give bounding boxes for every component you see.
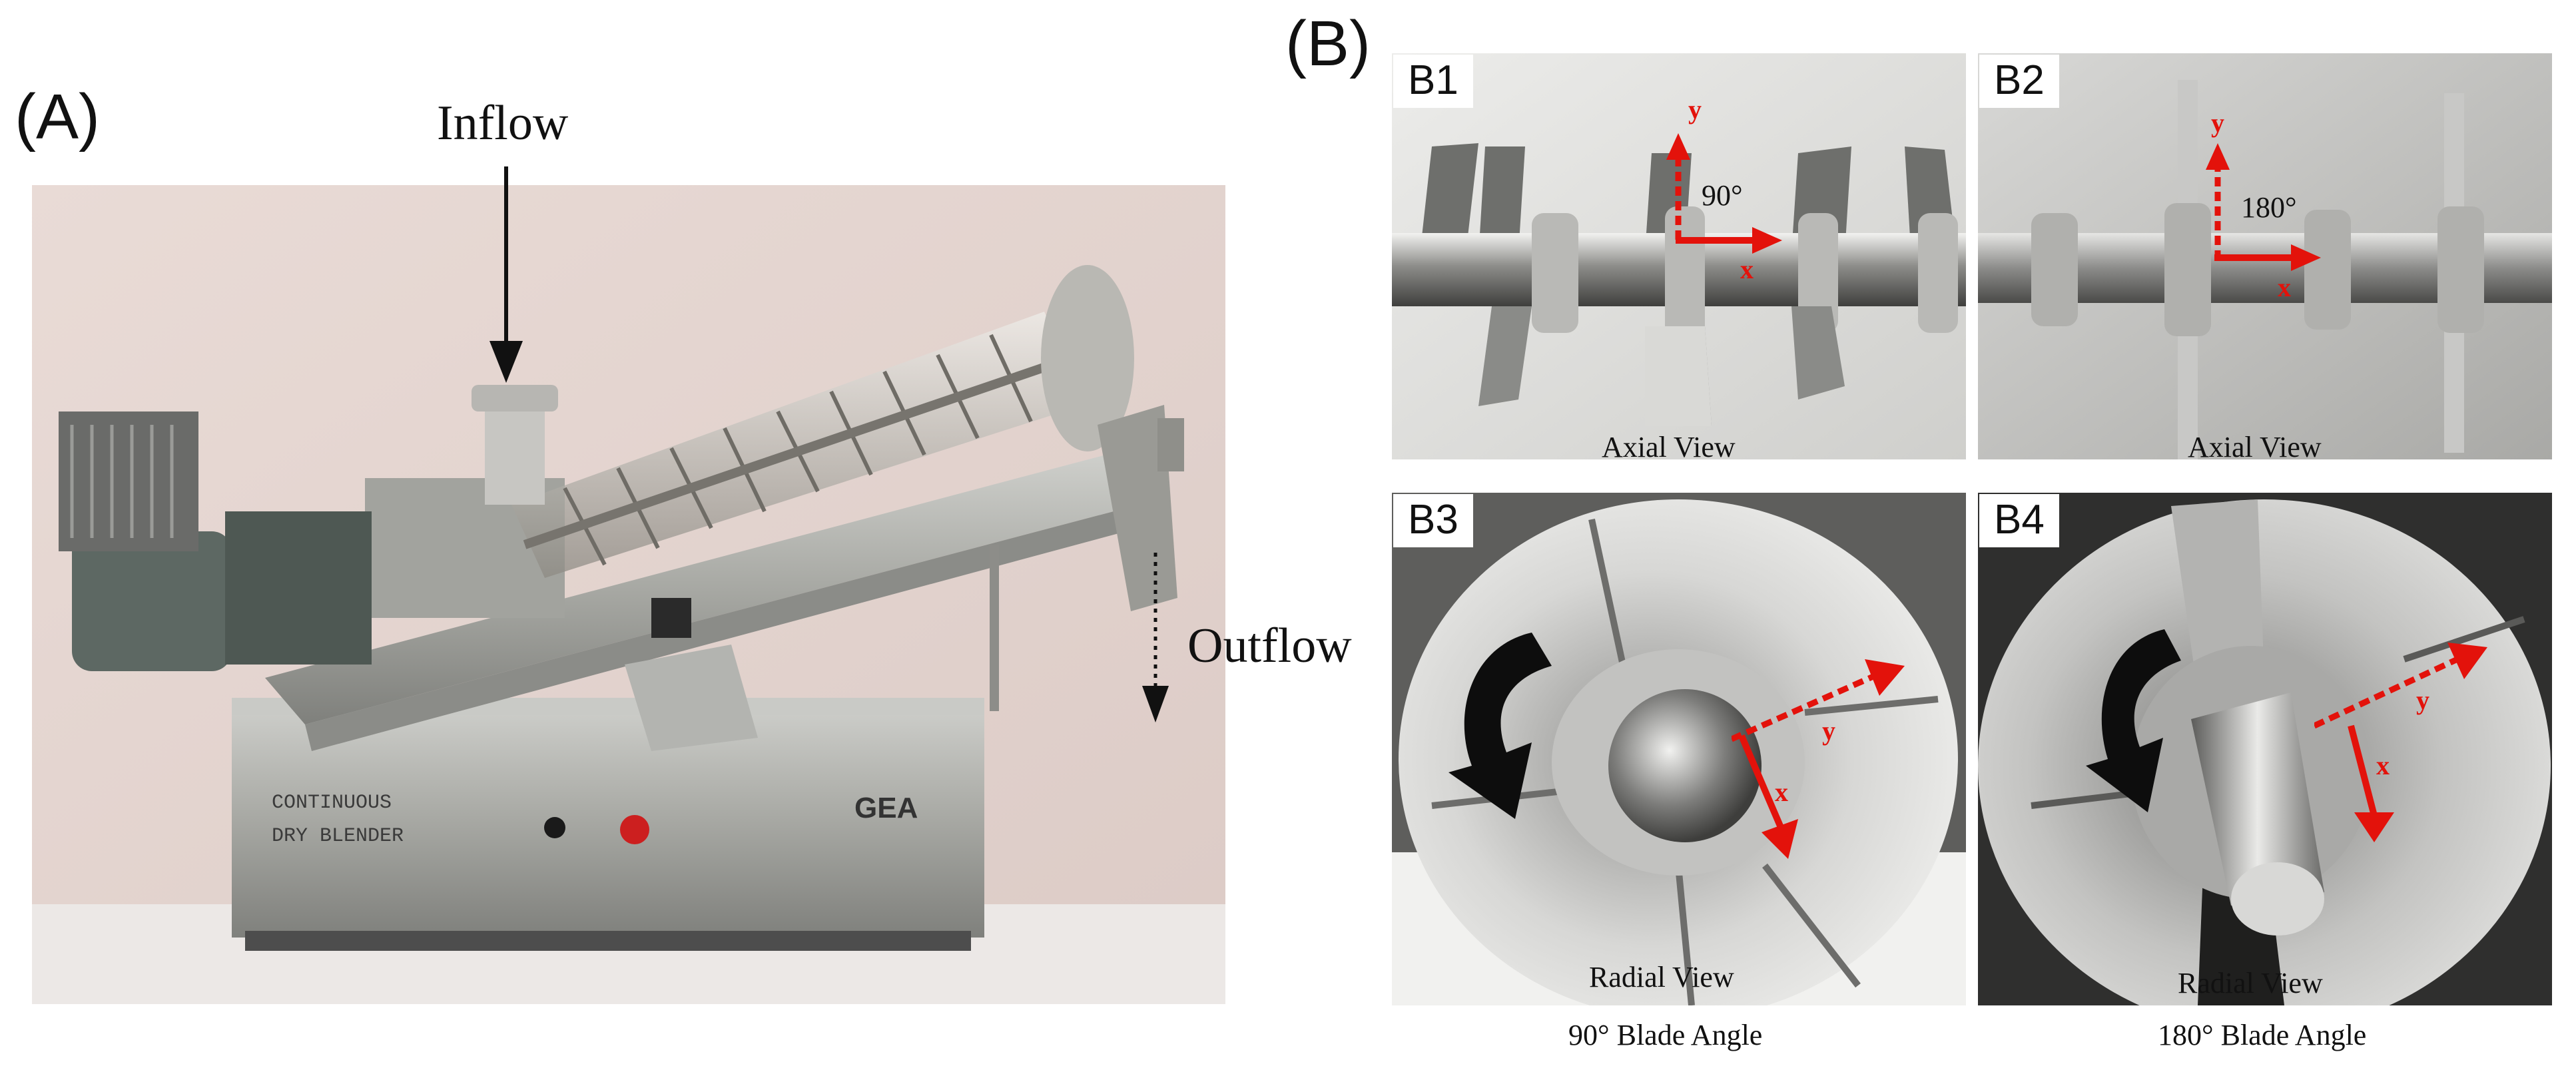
subpanel-b4-label: B4 [1979,494,2059,547]
blender-photo: CONTINUOUS DRY BLENDER GEA [32,185,1225,1004]
subpanel-b2-label: B2 [1979,55,2059,108]
machine-text-line1: CONTINUOUS [272,792,392,814]
inflow-label: Inflow [437,96,569,150]
b1-y-axis-arrow-icon [1666,133,1690,240]
caption-180-blade-angle: 180° Blade Angle [2158,1019,2367,1051]
panel-b-label: (B) [1285,8,1371,79]
b2-x-axis-arrow-icon [2214,244,2321,271]
b1-x-axis-arrow-icon [1676,227,1782,254]
b2-angle-label: 180° [2241,191,2297,224]
photo-b4-radial-180 [1978,493,2552,1005]
subpanel-b1-label: B1 [1393,55,1473,108]
b1-axis-y-label: y [1688,95,1702,125]
b2-axis-x-label: x [2278,272,2291,302]
b2-view-label: Axial View [2188,431,2322,463]
gea-logo-text: GEA [854,792,918,824]
b3-x-axis-arrow-icon [1738,734,1798,859]
b3-rotation-arrow-icon [1449,633,1552,819]
b2-axis-y-label: y [2211,108,2224,138]
caption-90-blade-angle: 90° Blade Angle [1568,1019,1763,1051]
b1-view-label: Axial View [1602,431,1736,463]
b3-axis-y-label: y [1822,716,1835,746]
b3-view-label: Radial View [1589,961,1734,993]
photo-b1-axial-90 [1392,53,1966,459]
outflow-arrow-icon [1142,553,1169,722]
b4-x-axis-arrow-icon [2348,724,2394,842]
b4-y-axis-arrow-icon [2314,643,2487,729]
b4-axis-x-label: x [2376,750,2390,780]
b3-y-axis-arrow-icon [1732,659,1905,742]
panel-a-label: (A) [15,81,100,152]
inflow-arrow-icon [489,166,523,383]
b1-axis-x-label: x [1740,254,1754,284]
b2-y-axis-arrow-icon [2206,143,2230,260]
b3-axis-x-label: x [1775,777,1788,807]
b4-axis-y-label: y [2416,685,2429,715]
b4-rotation-arrow-icon [2086,629,2181,812]
b4-view-label: Radial View [2178,967,2323,999]
outflow-label: Outflow [1187,619,1352,673]
b1-angle-label: 90° [1702,179,1743,212]
subpanel-b3-label: B3 [1393,494,1473,547]
machine-text-line2: DRY BLENDER [272,825,404,848]
